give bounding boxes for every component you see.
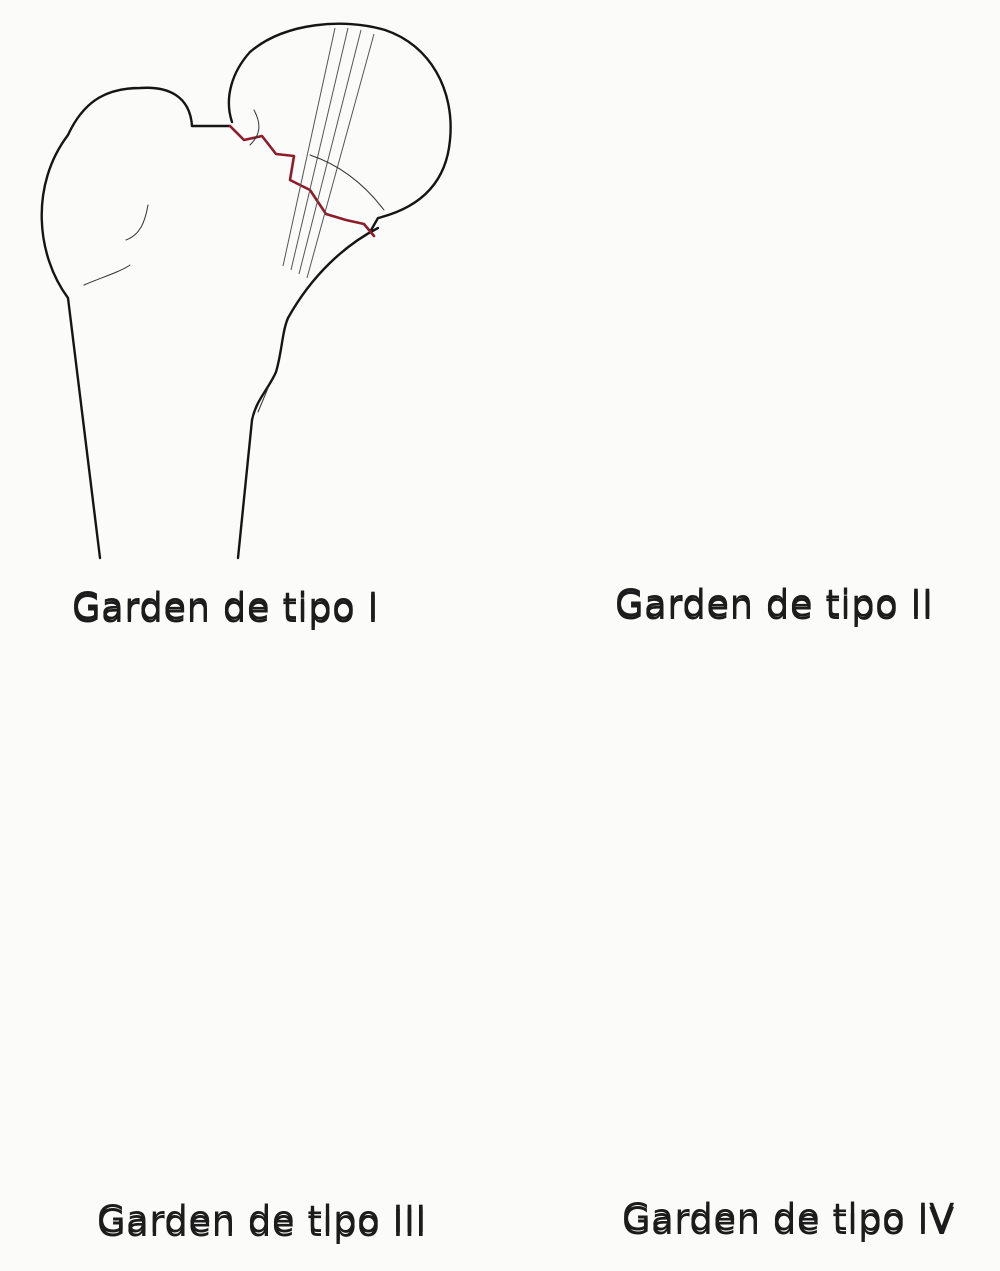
caption-garden-1: Garden de tipo I xyxy=(72,585,379,628)
femoral-head xyxy=(229,24,451,232)
panel-garden-1 xyxy=(42,24,451,558)
caption-garden-4: Garden de tipo IV xyxy=(622,1196,955,1239)
trabecular-lines xyxy=(283,28,374,278)
femur-outline xyxy=(42,88,230,558)
caption-garden-3: Garden de tipo III xyxy=(97,1198,427,1241)
femur-outline-lateral xyxy=(238,228,378,558)
caption-garden-2: Garden de tipo II xyxy=(615,582,933,625)
cortical-detail xyxy=(84,110,384,412)
